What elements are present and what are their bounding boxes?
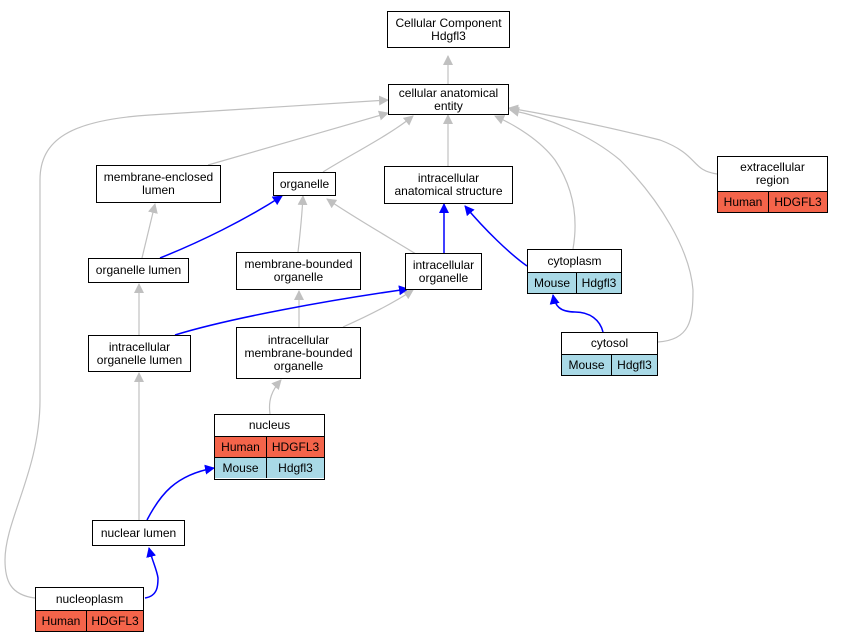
cae-line1: cellular anatomical	[398, 85, 499, 100]
edge-cytosol-to-cae	[509, 106, 694, 343]
nl-label: nuclear lumen	[100, 525, 177, 540]
node-organelle[interactable]: organelle	[273, 172, 336, 196]
organelle-label: organelle	[279, 176, 330, 191]
mbo-line1: membrane-bounded	[244, 257, 353, 271]
root-line1: Cellular Component	[395, 15, 502, 30]
species-cell: Human	[215, 437, 267, 457]
iol-line2: organelle lumen	[96, 352, 183, 367]
gene-cell: HDGFL3	[91, 613, 139, 628]
edge-ol-to-mel	[141, 203, 158, 259]
mel-line1: membrane-enclosed	[103, 170, 214, 184]
edge-nucleus-to-imbo	[268, 379, 282, 415]
edge-cytoplasm-to-ias	[464, 205, 528, 267]
node-intracellular-anatomical-structure[interactable]: intracellular anatomical structure	[384, 166, 513, 204]
node-cytosol[interactable]: cytosol Mouse Hdgfl3	[561, 332, 658, 376]
cae-line2: entity	[434, 98, 463, 113]
node-membrane-enclosed-lumen[interactable]: membrane-enclosed lumen	[96, 165, 221, 203]
node-nucleus[interactable]: nucleus Human HDGFL3 Mouse Hdgfl3	[214, 414, 325, 480]
edge-nucleoplasm-to-nl	[144, 547, 159, 599]
nucleoplasm-label: nucleoplasm	[55, 591, 124, 606]
gene-cell: Hdgfl3	[278, 460, 313, 475]
gene-cell: Hdgfl3	[581, 275, 617, 290]
edge-nl-to-nucleus	[146, 464, 215, 521]
edge-imbo-to-io	[342, 289, 414, 328]
node-extracellular-region[interactable]: extracellular region Human HDGFL3	[717, 156, 828, 213]
node-intracellular-membrane-bounded-organelle[interactable]: intracellular membrane-bounded organelle	[236, 327, 361, 379]
edge-organelle-to-cae	[322, 115, 414, 173]
imbo-line3: organelle	[273, 358, 324, 373]
annotation-row: Human HDGFL3	[718, 191, 827, 212]
iol-line1: intracellular	[108, 339, 171, 354]
node-intracellular-organelle-lumen[interactable]: intracellular organelle lumen	[88, 335, 191, 372]
species-cell: Mouse	[215, 458, 267, 478]
edge-cytoplasm-to-cae	[494, 115, 576, 250]
edge-nucleoplasm-to-cae	[4, 95, 389, 599]
annotation-row: Mouse Hdgfl3	[215, 457, 324, 478]
node-intracellular-organelle[interactable]: intracellular organelle	[405, 253, 482, 290]
imbo-line2: membrane-bounded	[244, 345, 353, 360]
edge-mel-to-cae	[207, 110, 389, 166]
annotation-row: Mouse Hdgfl3	[562, 354, 657, 375]
imbo-line1: intracellular	[267, 332, 330, 347]
cytoplasm-label: cytoplasm	[547, 253, 602, 268]
node-cytoplasm[interactable]: cytoplasm Mouse Hdgfl3	[527, 249, 622, 294]
ias-line2: anatomical structure	[394, 184, 503, 198]
edge-iol-to-io	[174, 285, 409, 336]
species-cell: Human	[36, 611, 87, 631]
species-cell: Mouse	[562, 355, 612, 375]
edge-cytosol-to-cytoplasm	[549, 294, 604, 333]
mel-line2: lumen	[142, 183, 175, 197]
node-nucleoplasm[interactable]: nucleoplasm Human HDGFL3	[35, 587, 144, 632]
edge-mbo-to-organelle	[297, 195, 308, 253]
annotation-row: Human HDGFL3	[215, 436, 324, 457]
er-line2: region	[755, 173, 790, 187]
edge-io-to-organelle	[326, 198, 417, 255]
node-nuclear-lumen[interactable]: nuclear lumen	[92, 520, 185, 546]
er-line1: extracellular	[740, 160, 805, 174]
ias-line1: intracellular	[417, 171, 480, 185]
edge-er-to-cae	[508, 104, 718, 175]
ol-label: organelle lumen	[95, 263, 182, 277]
gene-cell: HDGFL3	[774, 194, 822, 209]
gene-cell: Hdgfl3	[617, 357, 652, 372]
annotation-row: Mouse Hdgfl3	[528, 272, 621, 293]
mbo-line2: organelle	[273, 270, 324, 284]
io-line1: intracellular	[412, 257, 475, 272]
node-cellular-anatomical-entity[interactable]: cellular anatomical entity	[388, 84, 509, 115]
node-membrane-bounded-organelle[interactable]: membrane-bounded organelle	[236, 252, 361, 290]
node-organelle-lumen[interactable]: organelle lumen	[88, 258, 189, 283]
edge-ol-to-organelle	[159, 195, 283, 259]
species-cell: Mouse	[528, 273, 577, 293]
annotation-row: Human HDGFL3	[36, 610, 143, 631]
species-cell: Human	[718, 192, 769, 212]
root-line2: Hdgfl3	[431, 28, 466, 43]
cytosol-label: cytosol	[590, 336, 629, 350]
nucleus-label: nucleus	[248, 418, 291, 432]
node-cellular-component-root[interactable]: Cellular Component Hdgfl3	[387, 11, 510, 48]
gene-cell: HDGFL3	[271, 439, 320, 454]
io-line2: organelle	[418, 270, 469, 285]
